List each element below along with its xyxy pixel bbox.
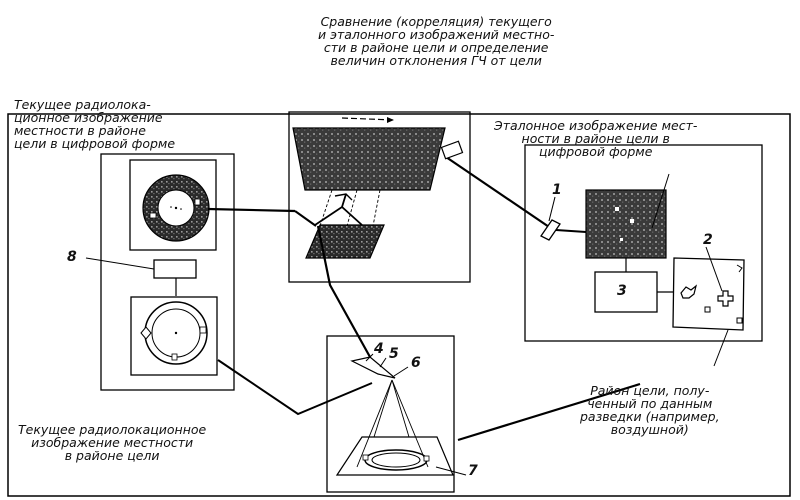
map-blob-1 (680, 284, 698, 299)
arrow-head (387, 117, 394, 123)
target-area-map (672, 257, 745, 331)
store-chip-small (440, 140, 464, 160)
leader-target-area (713, 329, 729, 367)
link-to-current-image (207, 207, 296, 213)
caption-current-radar-line-2: изображение местности (31, 435, 194, 450)
leader-reference (651, 173, 670, 229)
current-image-plane (305, 224, 385, 259)
converter-block-8 (153, 259, 197, 279)
caption-current-digital-line-2: ционное изображение (14, 110, 163, 125)
caption-current-radar-line-1: Текущее радиолокационное (18, 422, 207, 437)
ring-notch-1 (149, 212, 157, 219)
leader-2 (705, 246, 723, 292)
callout-8: 8 (67, 249, 77, 265)
caption-current-digital: Текущее радиолока- ционное изображение м… (14, 98, 175, 150)
ring-notch-2 (194, 198, 201, 206)
outer-frame (7, 113, 791, 497)
leader-1 (548, 196, 556, 222)
caption-reference-digital-line-2: ности в районе цели в (521, 131, 670, 146)
caption-correlation-line-1: Сравнение (корреляция) текущего (320, 14, 552, 29)
beam-2 (373, 379, 393, 438)
caption-correlation: Сравнение (корреляция) текущего и эталон… (318, 15, 554, 67)
callout-3: 3 (617, 283, 627, 299)
ring-diamond-notch (140, 326, 152, 340)
leader-4 (365, 353, 374, 362)
center-dot-3 (180, 208, 182, 210)
caption-current-digital-line-1: Текущее радиолока- (14, 97, 151, 112)
target-cross-2 (717, 290, 734, 307)
caption-target-area-line-1: Район цели, полу- (590, 383, 710, 398)
chip-to-image-line (555, 229, 587, 233)
ring-notch-4 (199, 326, 207, 334)
callout-6: 6 (411, 355, 421, 371)
current-digital-image-frame (129, 159, 217, 251)
leader-6 (393, 366, 409, 377)
left-panel (100, 153, 235, 391)
caption-target-area-line-4: воздушной) (610, 422, 689, 437)
caption-reference-digital: Эталонное изображение мест- ности в райо… (494, 119, 697, 158)
map-square-2 (736, 317, 743, 324)
ground-plane (335, 436, 454, 476)
callout-1: 1 (552, 182, 562, 198)
link-to-correlator (294, 210, 317, 227)
caption-current-radar: Текущее радиолокационное изображение мес… (18, 423, 206, 462)
correlator-symbol (314, 193, 363, 226)
seeker-panel (326, 335, 455, 493)
beam-3 (391, 379, 410, 438)
correlation-panel (288, 111, 471, 283)
leader-8 (85, 257, 155, 270)
caption-target-area-line-3: разведки (например, (580, 409, 720, 424)
leader-7 (435, 466, 467, 476)
leader-5 (379, 357, 387, 368)
arrow-shaft (341, 117, 395, 121)
ground-notch-2 (423, 455, 430, 462)
missile-body (350, 356, 396, 379)
reference-digital-image (585, 189, 667, 259)
caption-reference-digital-line-3: цифровой форме (538, 144, 653, 159)
recon-to-seeker-line (457, 382, 641, 442)
caption-current-radar-line-3: в районе цели (64, 448, 160, 463)
grid-spot-2 (630, 219, 634, 223)
right-panel (524, 144, 763, 342)
seeker-to-correlator-path (316, 225, 371, 358)
callout-4: 4 (374, 341, 384, 357)
current-radar-image-frame (130, 296, 218, 376)
reference-grid-plane (292, 127, 446, 191)
projection-3 (346, 189, 358, 227)
center-dot-2 (170, 206, 172, 208)
radar-to-seeker-path (217, 359, 373, 416)
callout-2: 2 (703, 232, 713, 248)
caption-correlation-line-4: величин отклонения ГЧ от цели (330, 53, 542, 68)
beam-4 (391, 379, 429, 468)
ring-notch-3 (171, 353, 178, 361)
ground-notch-1 (362, 454, 369, 461)
center-dot-1 (174, 206, 178, 210)
projection-2 (372, 189, 381, 227)
caption-target-area-line-2: ченный по данным (587, 396, 713, 411)
caption-correlation-line-2: и эталонного изображений местно- (318, 27, 555, 42)
radar-center-dot (174, 331, 178, 335)
ground-ring-inner (371, 452, 421, 468)
callout-5: 5 (389, 346, 399, 362)
grid-spot-3 (620, 238, 623, 241)
grid-spot-1 (615, 207, 619, 211)
correlator-fork (334, 193, 353, 201)
map-corner-mark (736, 264, 743, 273)
caption-current-digital-line-4: цели в цифровой форме (14, 136, 176, 151)
caption-current-digital-line-3: местности в районе (14, 123, 146, 138)
link-to-reference-image (445, 156, 556, 232)
caption-correlation-line-3: сти в районе цели и определение (323, 40, 549, 55)
beam-1 (356, 379, 393, 468)
caption-target-area: Район цели, полу- ченный по данным разве… (580, 384, 720, 436)
caption-reference-digital-line-1: Эталонное изображение мест- (494, 118, 698, 133)
map-square-1 (704, 306, 711, 313)
callout-7: 7 (468, 463, 478, 479)
memory-chip-1 (540, 219, 561, 241)
